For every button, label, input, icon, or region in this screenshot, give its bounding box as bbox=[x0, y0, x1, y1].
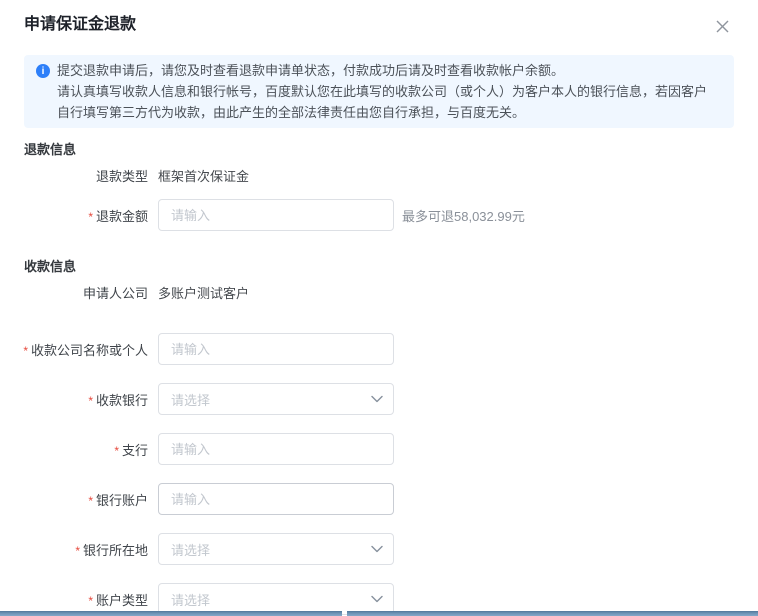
required-asterisk: * bbox=[114, 443, 119, 458]
account-type-row: *账户类型 请选择 bbox=[20, 583, 758, 615]
dialog-header: 申请保证金退款 bbox=[0, 0, 758, 36]
required-asterisk: * bbox=[88, 493, 93, 508]
branch-row: *支行 bbox=[20, 433, 758, 465]
payee-bank-label: *收款银行 bbox=[88, 392, 148, 408]
close-icon bbox=[715, 19, 730, 34]
chevron-down-icon bbox=[371, 545, 383, 553]
notice-banner: i 提交退款申请后，请您及时查看退款申请单状态，付款成功后请及时查看收款帐户余额… bbox=[24, 55, 734, 128]
applicant-company-label: 申请人公司 bbox=[82, 286, 148, 301]
info-icon: i bbox=[36, 64, 50, 78]
bank-account-row: *银行账户 bbox=[20, 483, 758, 515]
applicant-company-value: 多账户测试客户 bbox=[158, 286, 250, 301]
payee-bank-select[interactable]: 请选择 bbox=[158, 383, 394, 415]
refund-type-value: 框架首次保证金 bbox=[158, 169, 250, 184]
window-edge-bar-left bbox=[0, 611, 342, 616]
section-title-payee-info: 收款信息 bbox=[24, 259, 77, 274]
refund-amount-row: *退款金额 最多可退58,032.99元 bbox=[20, 199, 758, 231]
required-asterisk: * bbox=[75, 543, 80, 558]
branch-label: *支行 bbox=[114, 442, 148, 458]
chevron-down-icon bbox=[371, 395, 383, 403]
refund-amount-input[interactable] bbox=[158, 199, 394, 231]
account-type-select-placeholder: 请选择 bbox=[171, 592, 211, 608]
payee-bank-row: *收款银行 请选择 bbox=[20, 383, 758, 415]
payee-name-input[interactable] bbox=[158, 333, 394, 365]
refund-amount-label: *退款金额 bbox=[88, 208, 148, 224]
notice-text: 提交退款申请后，请您及时查看退款申请单状态，付款成功后请及时查看收款帐户余额。 … bbox=[57, 60, 716, 123]
section-title-refund-info: 退款信息 bbox=[24, 142, 77, 157]
account-type-label: *账户类型 bbox=[88, 592, 148, 608]
applicant-company-row: 申请人公司 多账户测试客户 bbox=[20, 285, 758, 303]
required-asterisk: * bbox=[88, 209, 93, 224]
notice-line-2: 请认真填写收款人信息和银行帐号，百度默认您在此填写的收款公司（或个人）为客户本人… bbox=[57, 84, 708, 120]
bank-location-row: *银行所在地 请选择 bbox=[20, 533, 758, 565]
refund-type-label: 退款类型 bbox=[95, 169, 148, 184]
bank-location-label: *银行所在地 bbox=[75, 542, 148, 558]
payee-name-row: *收款公司名称或个人 bbox=[20, 333, 758, 365]
page-title: 申请保证金退款 bbox=[24, 16, 137, 33]
branch-input[interactable] bbox=[158, 433, 394, 465]
payee-name-label: *收款公司名称或个人 bbox=[23, 342, 148, 358]
refund-amount-hint: 最多可退58,032.99元 bbox=[402, 208, 525, 224]
payee-bank-select-placeholder: 请选择 bbox=[171, 392, 211, 408]
bank-location-select[interactable]: 请选择 bbox=[158, 533, 394, 565]
chevron-down-icon bbox=[371, 595, 383, 603]
close-button[interactable] bbox=[712, 16, 732, 36]
notice-line-1: 提交退款申请后，请您及时查看退款申请单状态，付款成功后请及时查看收款帐户余额。 bbox=[57, 63, 565, 78]
bank-account-input[interactable] bbox=[158, 483, 394, 515]
refund-type-row: 退款类型 框架首次保证金 bbox=[20, 168, 758, 186]
window-edge-bar-right bbox=[347, 611, 758, 616]
refund-form: 退款信息 退款类型 框架首次保证金 *退款金额 最多可退58,032.99元 收… bbox=[0, 142, 758, 615]
required-asterisk: * bbox=[88, 393, 93, 408]
required-asterisk: * bbox=[23, 343, 28, 358]
bank-location-select-placeholder: 请选择 bbox=[171, 542, 211, 558]
required-asterisk: * bbox=[88, 593, 93, 608]
bank-account-label: *银行账户 bbox=[88, 492, 148, 508]
account-type-select[interactable]: 请选择 bbox=[158, 583, 394, 615]
